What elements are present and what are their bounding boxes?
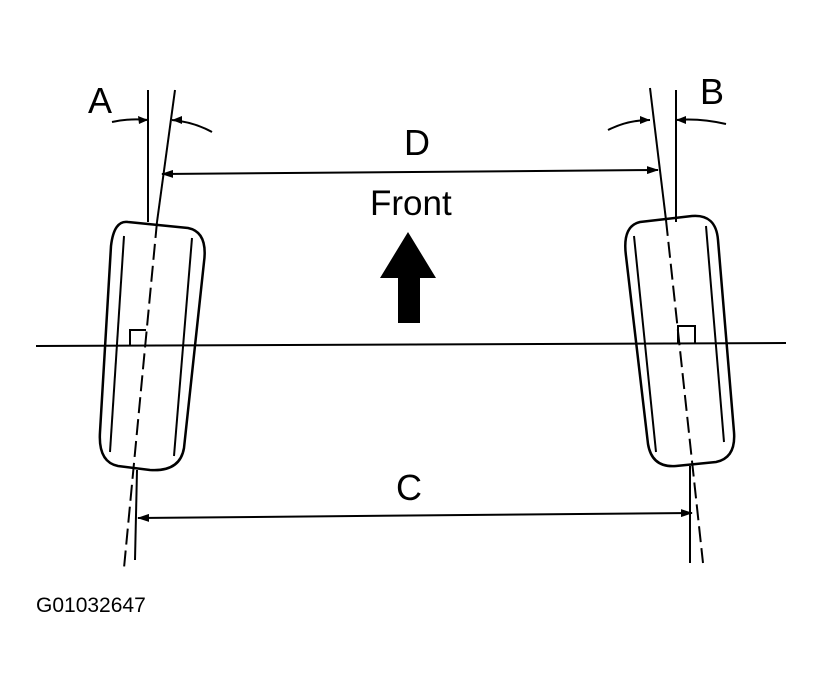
right-wheel-centerline (649, 87, 667, 221)
left-wheel-centerline-dashed (123, 221, 158, 569)
right-wheel-centerline-dashed (665, 219, 704, 564)
figure-id: G01032647 (36, 594, 146, 617)
left-right-angle-marker (129, 329, 146, 346)
label-c: C (396, 467, 422, 508)
label-a: A (88, 80, 112, 121)
angle-b-arrowhead-right (676, 116, 686, 124)
arrow-up-icon (380, 232, 436, 323)
label-b: B (700, 71, 724, 112)
right-tire-tread-inner-left (633, 235, 657, 453)
right-tire-tread-inner-right (705, 225, 725, 443)
left-tire-outline (98, 220, 206, 472)
label-d: D (404, 122, 430, 163)
left-tire-tread-inner-right (173, 237, 193, 457)
left-tire-tread-inner (109, 235, 125, 453)
left-vertical-reference-line-lower (134, 469, 138, 561)
left-wheel (98, 89, 213, 569)
right-right-angle-marker (677, 325, 696, 344)
right-wheel (607, 87, 736, 564)
angle-a-arrowhead-right (172, 116, 182, 124)
angle-b-arrowhead-left (640, 116, 650, 124)
axle-centerline (35, 342, 787, 347)
right-tire-outline (624, 214, 736, 468)
angle-a-arrowhead-left (138, 116, 148, 124)
dimension-d-line (161, 166, 659, 178)
dimension-c-line (137, 509, 693, 522)
front-label: Front (370, 184, 452, 223)
left-wheel-centerline (156, 89, 176, 223)
